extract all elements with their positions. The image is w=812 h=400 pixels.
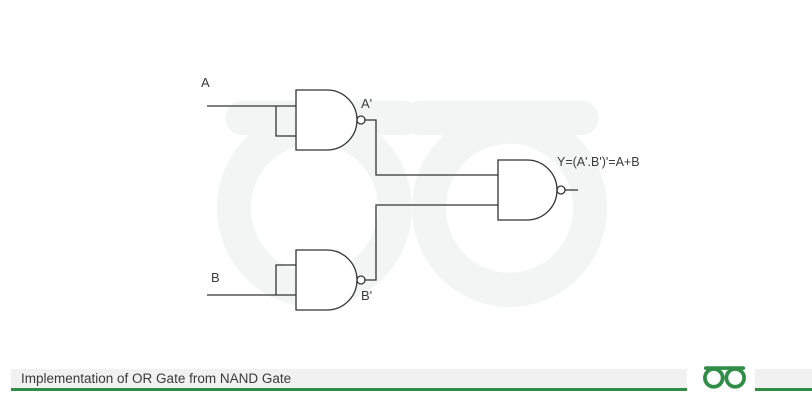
label-input-a: A xyxy=(201,75,210,90)
logo-left-circle xyxy=(703,367,725,389)
footer-bar-right-segment xyxy=(755,369,812,391)
wire-input-a-branch xyxy=(275,106,296,137)
wire-a-not-to-output-gate xyxy=(364,119,498,176)
nand-gate-a-bubble xyxy=(356,115,366,125)
label-output-expression: Y=(A'.B')'=A+B xyxy=(557,155,640,169)
label-input-b: B xyxy=(211,270,220,285)
wire-b-not-to-output-gate xyxy=(364,204,498,281)
label-b-not: B' xyxy=(361,288,373,303)
geeksforgeeks-logo-icon xyxy=(703,366,746,389)
wire-input-b-branch xyxy=(275,264,296,295)
watermark-right-circle xyxy=(412,109,608,308)
nand-gate-output-bubble xyxy=(556,185,566,195)
footer-caption-text: Implementation of OR Gate from NAND Gate xyxy=(21,371,292,386)
logo-right-circle xyxy=(724,367,746,389)
nand-gate-b-body xyxy=(295,249,358,311)
nand-gate-output-body xyxy=(497,159,558,221)
label-a-not: A' xyxy=(361,96,373,111)
nand-gate-a-body xyxy=(295,89,358,151)
nand-gate-b-bubble xyxy=(356,275,366,285)
footer-caption-bar: Implementation of OR Gate from NAND Gate xyxy=(11,369,687,391)
